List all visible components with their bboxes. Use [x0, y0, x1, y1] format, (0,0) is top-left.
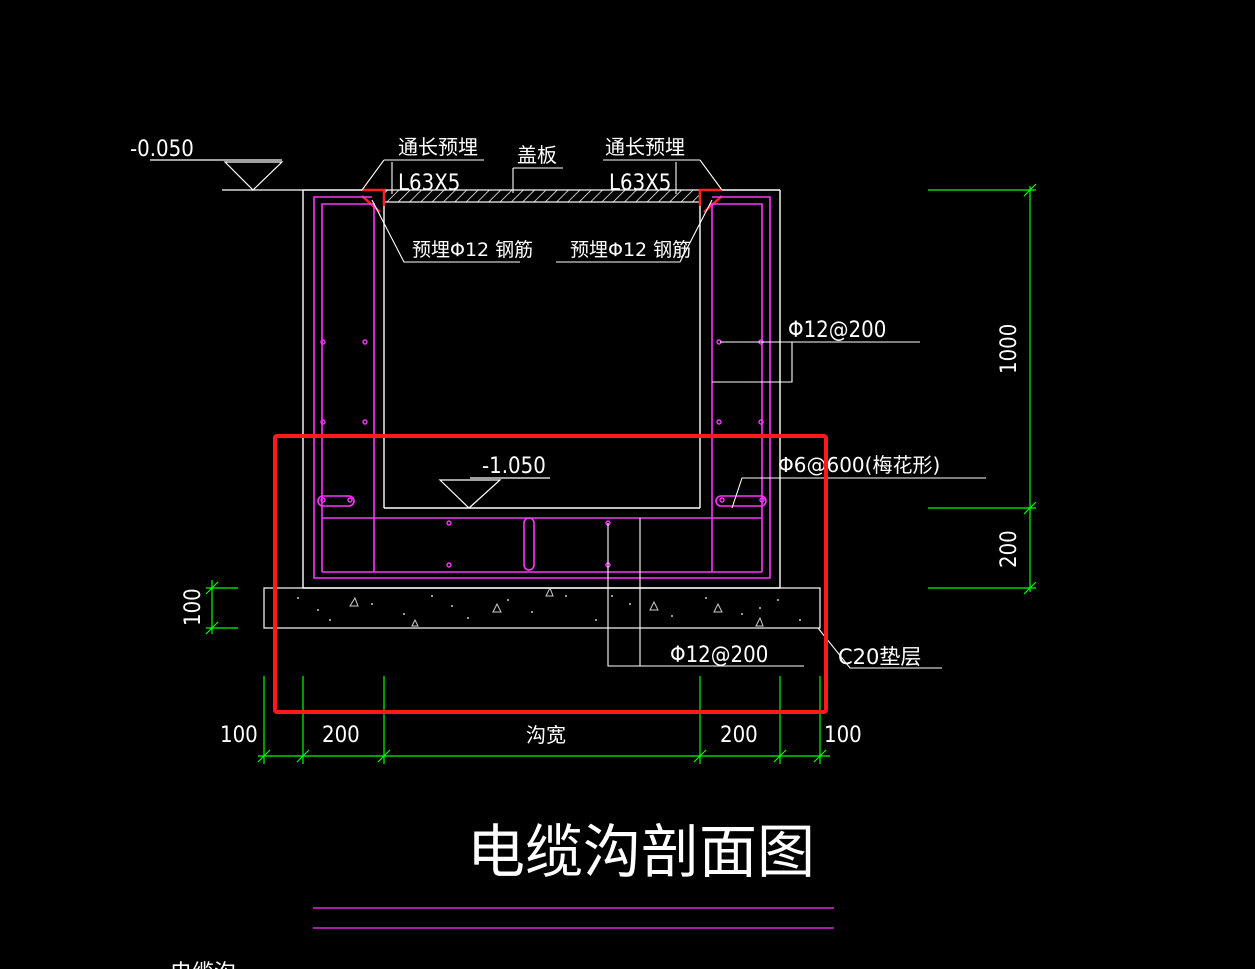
partial-bottom-text: 电缆沟... — [170, 961, 257, 969]
ground-elevation-text: -0.050 — [130, 137, 194, 162]
bottom-elevation-text: -1.050 — [482, 454, 546, 479]
dim-bottom-3: 沟宽 — [526, 723, 566, 747]
label-cover-plate: 盖板 — [517, 143, 557, 167]
leader-lines — [361, 159, 986, 669]
drawing-title: 电缆沟剖面图 — [467, 818, 815, 886]
label-angle-right: L63X5 — [609, 171, 671, 196]
dimension-lines — [205, 183, 1037, 764]
label-base-rebar: Φ12@200 — [670, 643, 768, 668]
label-rebar-embed-left: 预埋Φ12 钢筋 — [412, 239, 533, 261]
label-embedded-left: 通长预埋 — [398, 135, 478, 159]
dim-height-base: 200 — [997, 530, 1022, 568]
dim-bottom-5: 100 — [824, 723, 862, 748]
label-cushion: C20垫层 — [838, 645, 921, 669]
dim-bottom-2: 200 — [322, 723, 360, 748]
label-rebar-embed-right: 预埋Φ12 钢筋 — [570, 239, 691, 261]
cushion-layer — [263, 586, 821, 629]
ground-elevation-marker: -0.050 — [130, 137, 303, 191]
label-wall-rebar: Φ12@200 — [788, 318, 886, 343]
highlight-box — [273, 434, 828, 714]
dim-bottom-1: 100 — [220, 723, 258, 748]
bottom-elevation-marker: -1.050 — [438, 454, 550, 509]
dim-height-wall: 1000 — [997, 324, 1022, 374]
title-underline — [313, 907, 834, 929]
label-tie-rebar: Φ6@600(梅花形) — [778, 453, 940, 477]
dim-bottom-4: 200 — [720, 723, 758, 748]
label-embedded-right: 通长预埋 — [605, 135, 685, 159]
rebar-cage — [313, 196, 771, 579]
label-angle-left: L63X5 — [398, 171, 460, 196]
dim-cushion-thickness: 100 — [181, 588, 206, 626]
